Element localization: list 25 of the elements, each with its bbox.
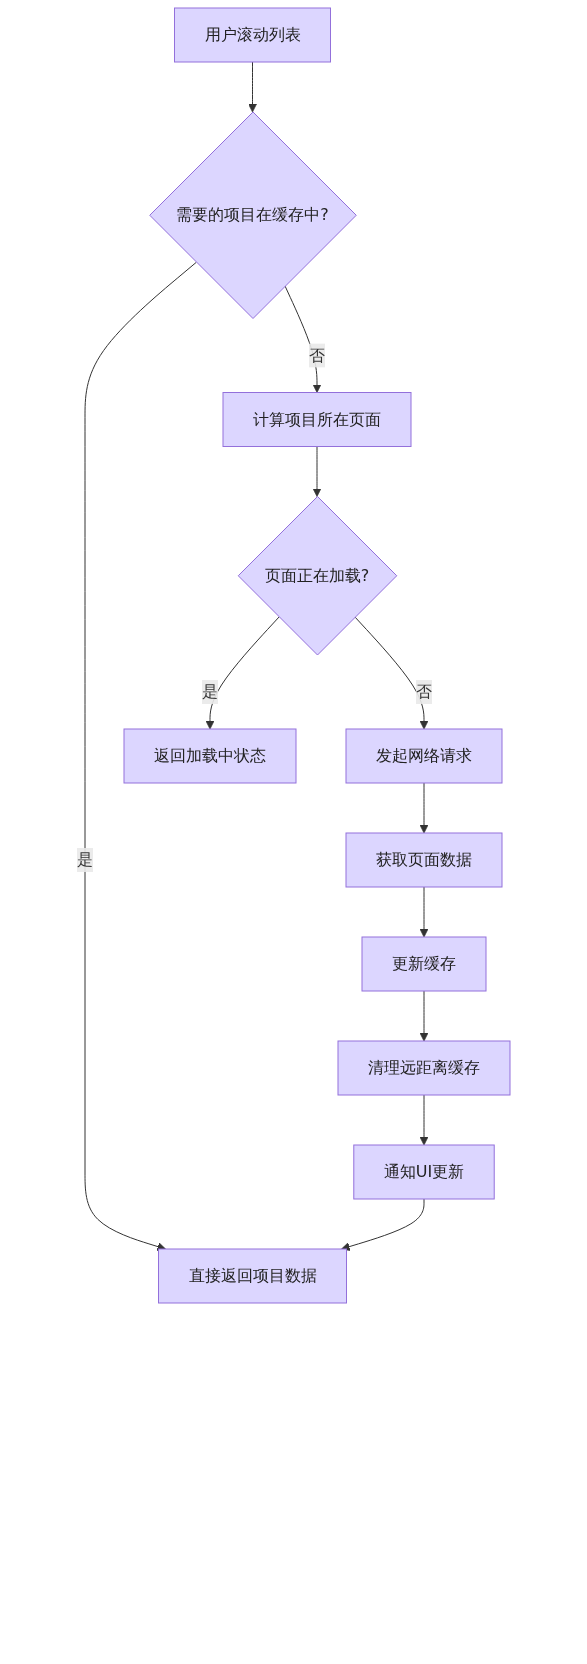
arrow — [312, 446, 322, 497]
edge-label: 否 — [416, 682, 432, 701]
node-box: 直接返回项目数据 — [158, 1248, 347, 1304]
edge-label: 是 — [77, 850, 93, 869]
arrow — [205, 616, 280, 730]
arrow — [419, 886, 429, 938]
arrow — [248, 61, 257, 113]
node-box: 用户滚动列表 — [174, 7, 331, 63]
edge-label: 是 — [202, 682, 218, 701]
node-box: 发起网络请求 — [345, 728, 503, 784]
arrow — [419, 1094, 429, 1146]
node-box: 获取页面数据 — [345, 832, 503, 888]
node-box: 通知UI更新 — [353, 1144, 495, 1200]
node-box: 返回加载中状态 — [123, 728, 297, 784]
arrow — [84, 261, 197, 1251]
edge-label: 否 — [309, 345, 325, 365]
arrow — [354, 616, 429, 730]
node-box: 更新缓存 — [361, 936, 487, 992]
node-box: 清理远距离缓存 — [337, 1040, 511, 1096]
node-diamond: 需要的项目在缓存中? — [149, 111, 357, 319]
node-diamond: 页面正在加载? — [237, 496, 398, 656]
arrow — [419, 782, 429, 834]
arrow — [341, 1198, 425, 1251]
arrow — [419, 990, 429, 1042]
node-box: 计算项目所在页面 — [222, 392, 412, 447]
